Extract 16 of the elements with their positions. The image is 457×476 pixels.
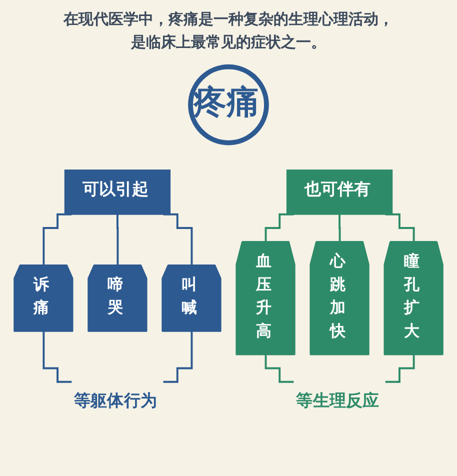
connector [385,354,415,383]
connector [385,213,415,244]
title-text: 在现代医学中，疼痛是一种复杂的生理心理活动，是临床上最常见的症状之一。 [62,9,394,52]
connector [264,354,294,383]
connector [163,213,193,266]
connector [264,213,294,244]
connector [42,213,72,266]
connector [163,330,193,383]
node-circle: 疼痛 [188,64,269,146]
connector [116,213,119,266]
connector [42,330,72,383]
node-text: 等躯体行为 [74,391,157,411]
node-box: 可以引起 [64,170,171,215]
node-box: 也可伴有 [286,170,393,215]
node-text: 等生理反应 [296,391,379,411]
connector [338,213,341,244]
